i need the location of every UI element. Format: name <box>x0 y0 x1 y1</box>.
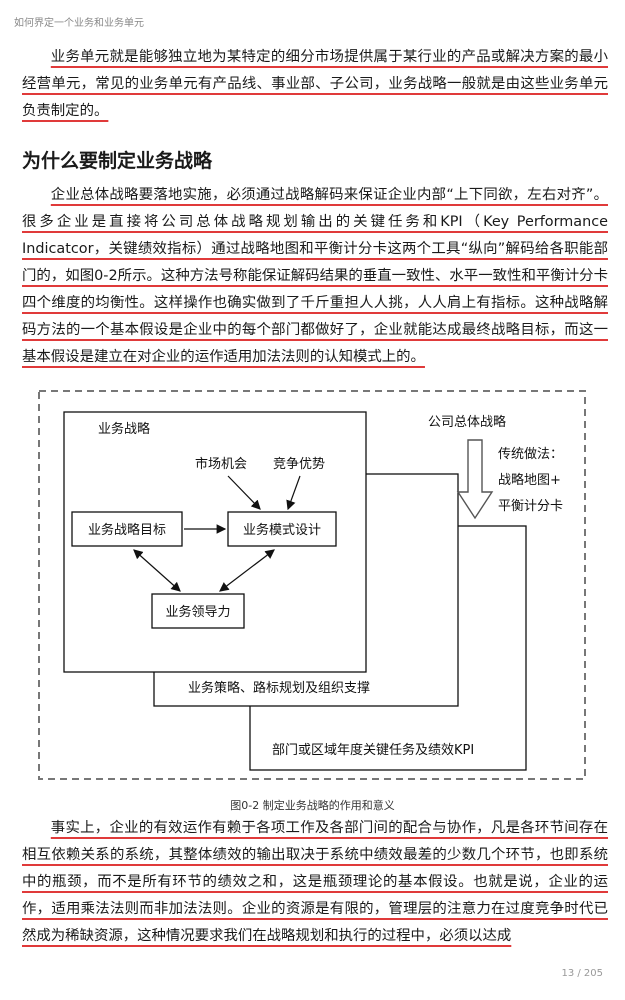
competitive-advantage-label: 竞争优势 <box>273 456 325 472</box>
strategy-goal-box <box>71 511 183 547</box>
planning-support-label: 业务策略、路标规划及组织支撑 <box>188 680 370 696</box>
leadership-label: 业务领导力 <box>165 604 230 620</box>
traditional-line-3: 平衡计分卡 <box>498 499 563 514</box>
corporate-strategy-label: 公司总体战略 <box>428 414 506 430</box>
paragraph-bottleneck-text: 事实上，企业的有效运作有赖于各项工作及各部门间的配合与协作，凡是各环节间存在相互… <box>22 820 608 944</box>
paragraph-why-strategy: 企业总体战略要落地实施，必须通过战略解码来保证企业内部“上下同欲，左右对齐”。很… <box>22 187 608 365</box>
document-header-title: 如何界定一个业务和业务单元 <box>14 18 144 29</box>
traditional-line-2: 战略地图+ <box>498 472 561 488</box>
arrow-market-to-model <box>227 475 261 510</box>
down-arrow-icon <box>456 439 494 520</box>
strategy-goal-label: 业务战略目标 <box>88 522 166 538</box>
arrow-model-leadership <box>219 549 275 592</box>
market-opportunity-label: 市场机会 <box>195 456 247 472</box>
page-number: 13 / 205 <box>561 968 603 979</box>
dashed-outer-frame <box>38 390 586 780</box>
figure-caption: 图0-2 制定业务战略的作用和意义 <box>230 799 395 812</box>
arrow-goal-leadership <box>133 549 181 592</box>
department-tasks-label: 部门或区域年度关键任务及绩效KPI <box>272 742 474 758</box>
section-heading: 为什么要制定业务战略 <box>22 150 213 172</box>
arrow-advantage-to-model <box>286 475 301 511</box>
figure-strategy-diagram: 业务战略 市场机会 竞争优势 业务战略目标 业务模式设计 业务领导力 业务策略、… <box>38 390 586 780</box>
business-model-label: 业务模式设计 <box>243 522 321 538</box>
traditional-line-1: 传统做法： <box>498 447 563 462</box>
paragraph-bottleneck: 事实上，企业的有效运作有赖于各项工作及各部门间的配合与协作，凡是各环节间存在相互… <box>22 815 608 950</box>
business-model-box <box>227 511 337 547</box>
paragraph-business-unit: 业务单元就是能够独立地为某特定的细分市场提供属于某行业的产品或解决方案的最小经营… <box>22 49 608 119</box>
leadership-box <box>151 593 245 629</box>
strategy-title: 业务战略 <box>98 421 150 437</box>
diagram-svg: 业务战略 市场机会 竞争优势 业务战略目标 业务模式设计 业务领导力 业务策略、… <box>38 390 586 780</box>
